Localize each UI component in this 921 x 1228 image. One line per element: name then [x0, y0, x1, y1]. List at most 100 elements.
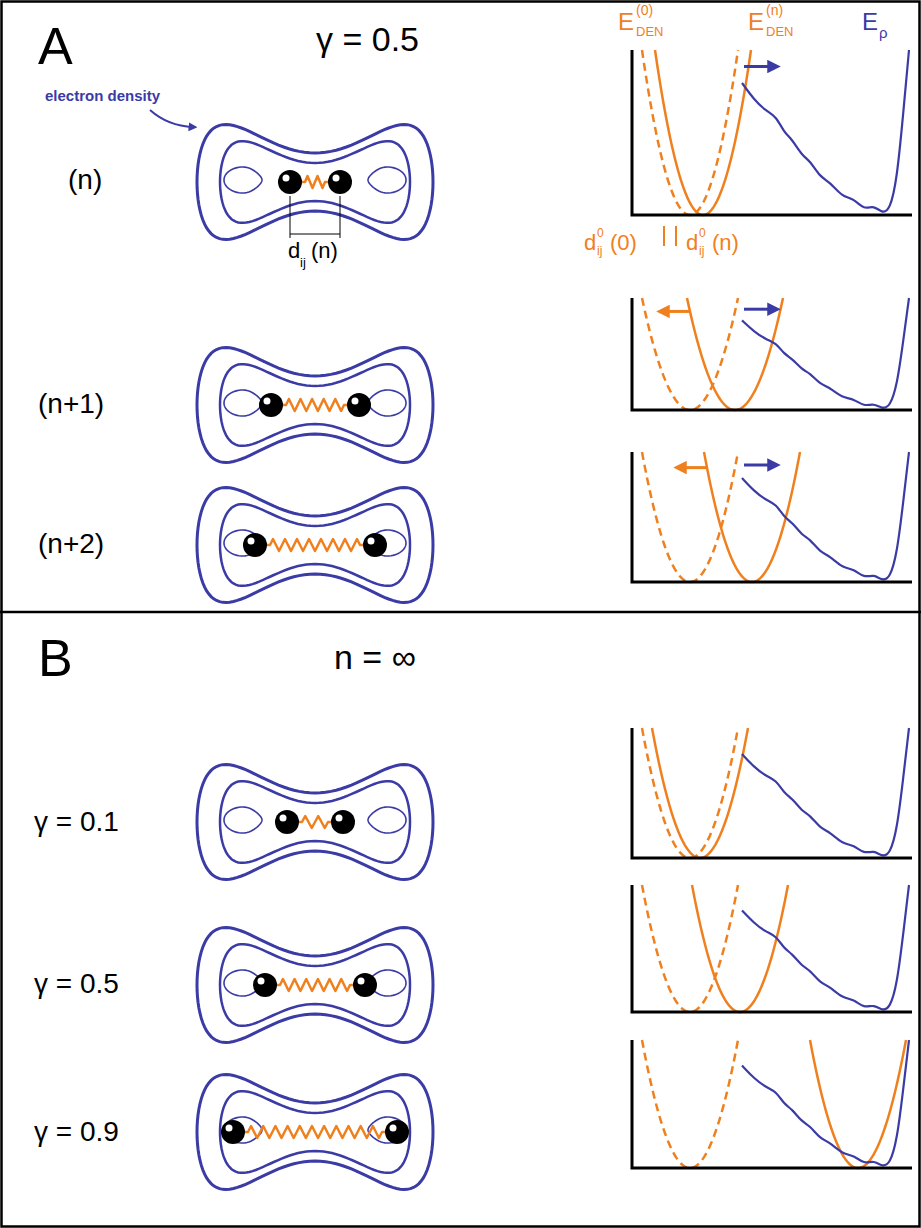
atom	[328, 170, 352, 194]
initial-restraint-curve	[642, 50, 738, 215]
plot-axes	[632, 452, 912, 582]
distance-argument: (n)	[712, 232, 739, 254]
energy-subscript: DEN	[766, 25, 793, 38]
parameter-label: γ = 0.9	[34, 1118, 119, 1146]
spring	[298, 816, 332, 828]
atom	[363, 533, 387, 557]
restraint-curve	[687, 298, 783, 410]
shift-arrow	[744, 308, 774, 311]
molecule	[197, 124, 433, 239]
shift-arrow	[744, 464, 774, 467]
atom	[259, 393, 283, 417]
atom-highlight	[358, 978, 365, 985]
atom	[278, 170, 302, 194]
distance-tick	[675, 226, 677, 246]
energy-superscript: (n)	[766, 3, 783, 17]
energy-subscript: DEN	[636, 25, 663, 38]
initial-restraint-curve	[642, 1040, 738, 1168]
plot-axes	[632, 885, 912, 1012]
step-label: (n)	[68, 166, 102, 194]
atom-highlight	[336, 815, 343, 822]
energy-plot	[632, 50, 912, 215]
molecule	[197, 764, 433, 879]
density-energy-curve	[742, 50, 909, 212]
density-contour	[197, 1074, 433, 1189]
distance-superscript: 0	[597, 227, 604, 239]
parameter-label: γ = 0.5	[316, 22, 419, 56]
bracket-tick	[340, 196, 341, 238]
energy-symbol: E	[748, 10, 764, 34]
density-label: electron density	[45, 88, 160, 103]
atom	[275, 810, 299, 834]
energy-symbol: E	[862, 10, 878, 34]
distance-symbol: d	[686, 232, 698, 254]
restraint-curve	[655, 50, 751, 215]
molecule	[197, 347, 433, 462]
atom-highlight	[368, 538, 375, 545]
energy-superscript: (0)	[636, 3, 653, 17]
density-contour	[197, 764, 433, 879]
energy-subscript: ρ	[879, 25, 888, 40]
panel-letter: A	[38, 20, 73, 72]
distance-symbol: d	[584, 232, 596, 254]
atom	[253, 973, 277, 997]
bracket-tick	[290, 196, 291, 238]
panel-letter: B	[38, 632, 73, 684]
spring	[301, 176, 329, 188]
density-contour	[197, 927, 433, 1042]
density-energy-curve	[742, 298, 909, 408]
molecule	[197, 927, 433, 1042]
density-energy-curve	[742, 728, 909, 855]
atom-highlight	[333, 175, 340, 182]
shift-arrow	[680, 466, 706, 469]
step-label: (n+1)	[38, 390, 104, 418]
parameter-label: n = ∞	[334, 640, 416, 674]
shift-arrow	[744, 65, 774, 68]
energy-plot	[632, 298, 912, 410]
atom	[353, 973, 377, 997]
restraint-curve	[810, 1040, 906, 1168]
density-contour	[224, 390, 262, 416]
atom-highlight	[258, 978, 265, 985]
energy-plot	[632, 452, 912, 582]
atom-highlight	[226, 1125, 233, 1132]
distance-subscript: ij	[300, 256, 306, 269]
density-contour	[197, 487, 433, 602]
energy-symbol: E	[618, 10, 634, 34]
atom	[221, 1120, 245, 1144]
atom-highlight	[280, 815, 287, 822]
distance-bracket	[290, 196, 340, 238]
density-contour	[368, 390, 406, 416]
plot-axes	[632, 728, 912, 858]
energy-plot	[632, 885, 912, 1012]
density-energy-curve	[742, 452, 909, 579]
molecule	[197, 487, 433, 602]
step-label: (n+2)	[38, 530, 104, 558]
plot-axes	[632, 50, 912, 215]
spring	[282, 399, 348, 411]
spring	[266, 539, 364, 551]
atom-highlight	[248, 538, 255, 545]
distance-tick	[663, 226, 665, 246]
initial-restraint-curve	[642, 885, 738, 1012]
distance-symbol: d	[288, 240, 300, 262]
density-contour	[220, 1091, 410, 1173]
bracket-line	[290, 234, 340, 235]
energy-plot	[632, 728, 912, 858]
atom-highlight	[283, 175, 290, 182]
density-contour	[220, 364, 410, 446]
energy-plot	[632, 1040, 912, 1168]
plot-axes	[632, 1040, 912, 1168]
restraint-curve	[692, 885, 788, 1012]
atom-highlight	[390, 1125, 397, 1132]
density-energy-curve	[742, 1040, 909, 1165]
distance-superscript: 0	[699, 227, 706, 239]
atom-highlight	[264, 398, 271, 405]
atom-highlight	[352, 398, 359, 405]
density-contour	[368, 807, 406, 833]
density-contour	[220, 504, 410, 586]
atom	[331, 810, 355, 834]
